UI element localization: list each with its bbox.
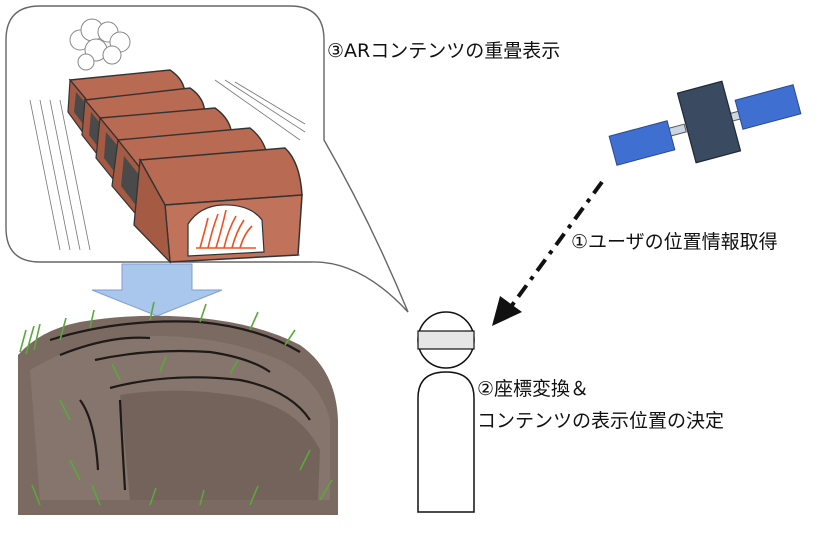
kiln-chamber-front — [133, 147, 303, 264]
kiln-illustration — [29, 18, 306, 264]
mound-illustration — [18, 301, 338, 515]
grass — [19, 301, 333, 506]
fire — [196, 209, 256, 249]
position-arrow — [492, 180, 604, 326]
smoke — [69, 18, 131, 71]
mound-cracks — [49, 320, 311, 491]
label-step3-ar-overlay: ③ARコンテンツの重畳表示 — [327, 40, 561, 62]
down-arrow — [91, 263, 223, 317]
person-icon — [417, 311, 475, 513]
label-step1-user-location: ①ユーザの位置情報取得 — [571, 231, 778, 253]
satellite-icon — [608, 80, 802, 166]
label-step2-content-position: コンテンツの表示位置の決定 — [477, 410, 725, 432]
label-step2-coordinate-transform: ②座標変換＆ — [477, 378, 590, 400]
